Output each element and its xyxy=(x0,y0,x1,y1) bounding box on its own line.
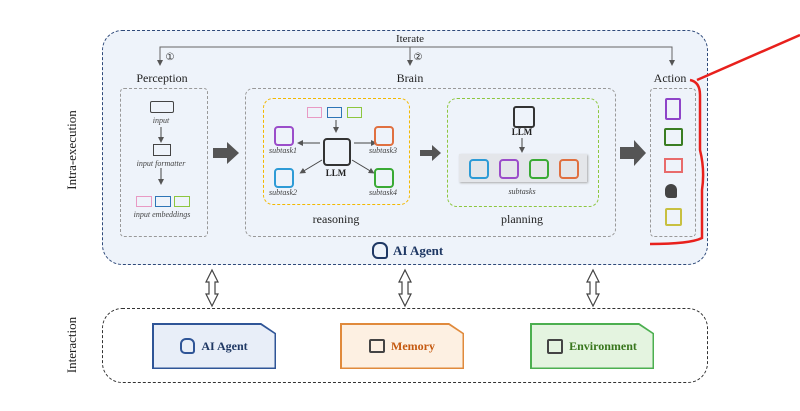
ai-agent-card: AI Agent xyxy=(152,323,276,369)
ai-agent-label: AI Agent xyxy=(393,242,444,258)
input-icon xyxy=(150,101,174,113)
reasoning-label: reasoning xyxy=(312,212,360,226)
brain-box xyxy=(245,88,616,237)
ai-agent-title: AI Agent xyxy=(372,242,443,259)
subtask1-label: subtask1 xyxy=(269,146,297,155)
red-annotation-bracket xyxy=(649,33,800,246)
subtask-icon xyxy=(559,159,579,179)
input-label: input xyxy=(152,116,170,125)
code-scroll-icon xyxy=(665,208,682,226)
subtasks-label: subtasks xyxy=(508,187,536,196)
planning-box xyxy=(447,98,599,207)
memory-card-label: Memory xyxy=(391,338,435,353)
ai-agent-card-label: AI Agent xyxy=(201,338,248,353)
step-1-marker: ① xyxy=(165,52,175,63)
action-label: Action xyxy=(653,71,687,85)
embedding-icon-blue xyxy=(327,107,342,118)
subtask-icon xyxy=(374,126,394,146)
memory-chip-icon xyxy=(369,339,385,353)
planning-label: planning xyxy=(501,212,543,226)
reasoning-box xyxy=(263,98,410,205)
environment-card-label: Environment xyxy=(569,338,637,353)
server-icon xyxy=(665,98,681,120)
subtask-icon xyxy=(469,159,489,179)
arrow-reasoning-planning xyxy=(420,145,441,161)
embedding-icon-pink xyxy=(307,107,322,118)
browser-window-icon xyxy=(664,128,683,146)
embedding-icon-green xyxy=(347,107,362,118)
environment-card: Environment xyxy=(530,323,654,369)
arrow-perception-brain xyxy=(213,142,239,164)
llm-label: LLM xyxy=(511,127,533,137)
interaction-box xyxy=(102,308,708,383)
action-box xyxy=(650,88,696,237)
step-2-marker: ② xyxy=(413,52,423,63)
interaction-label: Interaction xyxy=(64,316,79,374)
llm-maze-icon xyxy=(513,106,535,128)
iterate-label: Iterate xyxy=(395,33,425,45)
intra-execution-box xyxy=(102,30,708,265)
subtask-icon xyxy=(529,159,549,179)
input-formatter-icon xyxy=(153,144,171,156)
brain-head-icon xyxy=(180,338,196,354)
brain-head-icon xyxy=(372,242,388,259)
subtask-icon xyxy=(274,168,294,188)
input-formatter-label: input formatter xyxy=(136,159,186,168)
embedding-icon-pink xyxy=(136,196,152,207)
perception-box xyxy=(120,88,208,237)
llm-maze-icon xyxy=(323,138,351,166)
memory-card: Memory xyxy=(340,323,464,369)
speaking-head-icon xyxy=(665,184,677,198)
subtask3-label: subtask3 xyxy=(369,146,397,155)
brain-label: Brain xyxy=(396,71,424,85)
subtask2-label: subtask2 xyxy=(269,188,297,197)
perception-label: Perception xyxy=(136,71,188,85)
subtask4-label: subtask4 xyxy=(369,188,397,197)
subtask-icon xyxy=(274,126,294,146)
double-arrows xyxy=(205,268,600,308)
email-icon xyxy=(664,158,683,173)
embedding-icon-blue xyxy=(155,196,171,207)
input-embeddings-label: input embeddings xyxy=(133,210,191,219)
arrow-brain-action xyxy=(620,140,646,166)
embedding-icon-green xyxy=(174,196,190,207)
box-icon xyxy=(547,338,564,354)
llm-label: LLM xyxy=(325,168,347,178)
subtask-icon xyxy=(499,159,519,179)
subtask-icon xyxy=(374,168,394,188)
